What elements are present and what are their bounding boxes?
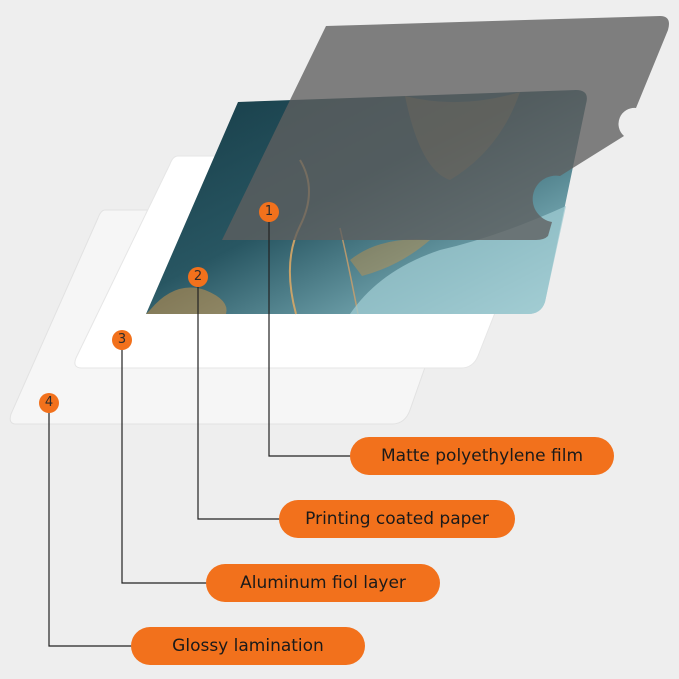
callout-badge-2: 2: [188, 267, 208, 287]
callout-label-3: Aluminum fiol layer: [206, 564, 440, 602]
callout-badge-1: 1: [259, 202, 279, 222]
callout-label-1: Matte polyethylene film: [350, 437, 614, 475]
callout-badge-4: 4: [39, 393, 59, 413]
callout-badge-3: 3: [112, 330, 132, 350]
gold-dust: [350, 239, 430, 276]
gold-dust: [146, 287, 227, 314]
callout-label-2: Printing coated paper: [279, 500, 515, 538]
callout-label-4: Glossy lamination: [131, 627, 365, 665]
leader-line-2: [197, 277, 280, 520]
leader-line-4: [48, 403, 135, 647]
leader-line-1: [268, 212, 353, 457]
leader-line-3: [121, 340, 208, 584]
matte-film-sheet: [222, 16, 669, 240]
